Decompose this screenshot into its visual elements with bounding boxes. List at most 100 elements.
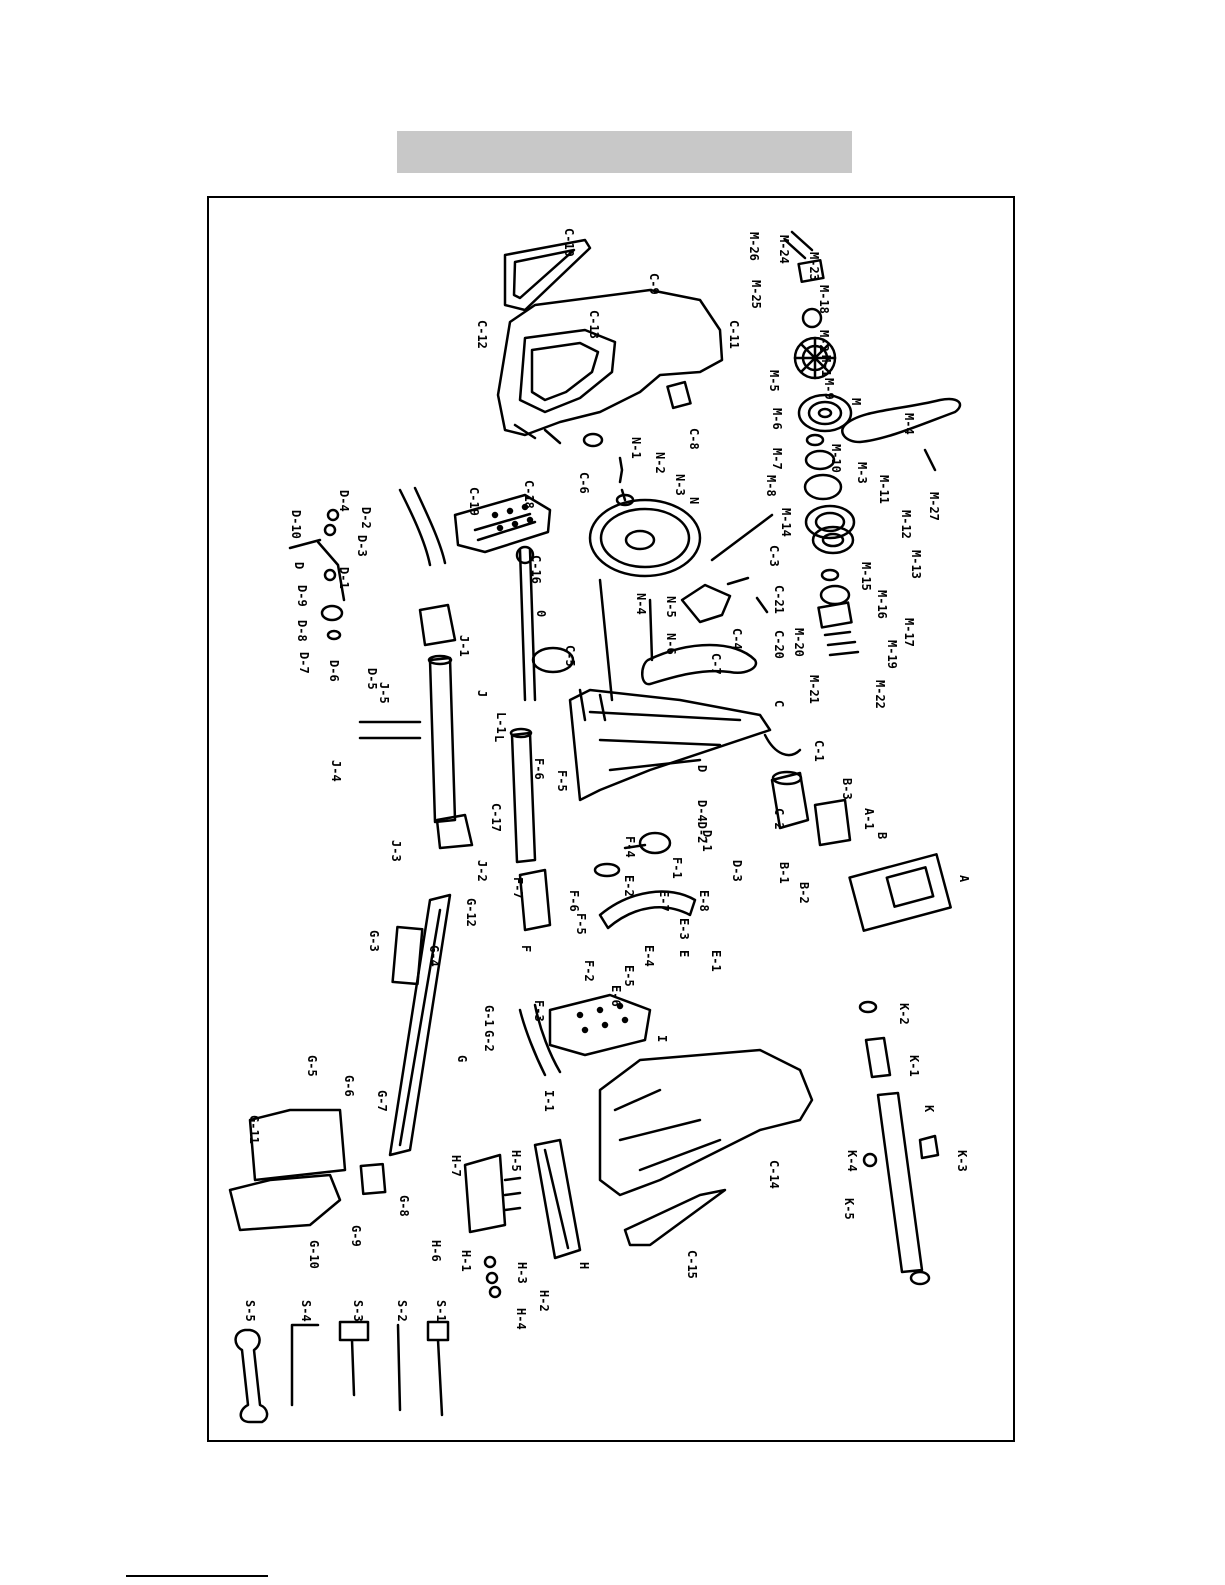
part-label: D-7: [297, 652, 311, 674]
foot-g11: [248, 1108, 347, 1182]
part-label: H: [577, 1262, 591, 1269]
part-label: D-6: [327, 660, 341, 682]
part-label: F-1: [670, 857, 684, 879]
part-label: J: [475, 690, 489, 697]
shaft-o: [518, 548, 537, 702]
part-label: M-27: [927, 492, 941, 521]
part-label: M-25: [749, 280, 763, 309]
part-label: D-10: [289, 510, 303, 539]
part-label: C-9: [647, 273, 661, 295]
part-label: D-8: [295, 620, 309, 642]
tube-l: [510, 731, 537, 864]
bearing-m13: [811, 525, 855, 555]
tube-k: [876, 1091, 924, 1274]
part-label: H-3: [515, 1262, 529, 1284]
part-label: M-23: [807, 252, 821, 281]
part-label: B-1: [777, 862, 791, 884]
part-label: K: [922, 1105, 936, 1113]
part-label: K-3: [955, 1150, 969, 1172]
rail-g: [388, 893, 452, 1157]
part-label: G-5: [305, 1055, 319, 1077]
part-label: E-8: [697, 890, 711, 912]
part-label: K-4: [845, 1150, 859, 1172]
belt-m4: [841, 397, 962, 444]
part-label: L: [492, 735, 506, 742]
cover-c10: [503, 238, 592, 312]
part-label: M: [849, 398, 863, 405]
part-label: C-10: [562, 228, 576, 257]
part-label: D-2: [359, 507, 373, 529]
bar-h: [533, 1138, 582, 1260]
part-label: G-11: [247, 1115, 261, 1144]
part-label: M-20: [792, 628, 806, 657]
part-label: I: [655, 1035, 669, 1042]
part-label: C-8: [687, 428, 701, 450]
part-label: M-13: [909, 550, 923, 579]
part-label: M-18: [817, 285, 831, 314]
part-label: E-4: [642, 945, 656, 967]
part-label: M-7: [770, 448, 784, 470]
part-label: D: [292, 562, 306, 569]
pedal-c19: [453, 493, 552, 554]
part-label: D-4D-2: [695, 800, 709, 843]
part-label: I-1: [542, 1090, 556, 1112]
part-label: D-3: [355, 535, 369, 557]
part-label: D-4: [337, 490, 351, 512]
cap-j1: [418, 603, 457, 647]
part-label: C-17: [489, 803, 503, 832]
part-label: J-1: [457, 635, 471, 657]
part-label: H-2: [537, 1290, 551, 1312]
pulley-m: [797, 393, 853, 433]
shroud-c13-window: [518, 328, 617, 414]
part-label: E: [677, 950, 691, 957]
part-label: C-2: [772, 808, 786, 830]
part-label: M-1: [819, 355, 833, 377]
part-label: M-19: [885, 640, 899, 669]
part-label: G-2: [482, 1030, 496, 1052]
part-label: K-5: [842, 1198, 856, 1220]
part-label: D-1: [700, 830, 714, 852]
part-label: E-2: [622, 875, 636, 897]
part-label: F-2: [582, 960, 596, 982]
part-label: H-7: [449, 1155, 463, 1177]
part-label: M-6: [770, 408, 784, 430]
part-label: C-14: [767, 1160, 781, 1189]
wrench-s5: [234, 1328, 269, 1424]
part-label: K-2: [897, 1003, 911, 1025]
part-label: E-7: [657, 890, 671, 912]
part-label: C-20: [772, 630, 786, 659]
footnote-rule: [126, 1575, 268, 1577]
part-label: E-3: [677, 918, 691, 940]
brake-e: [598, 890, 697, 930]
part-label: M-15: [859, 562, 873, 591]
part-label: H-4: [514, 1308, 528, 1330]
part-label: G-1: [482, 1005, 496, 1027]
diagram-frame: [207, 196, 1015, 1442]
part-label: C-7: [709, 653, 723, 675]
part-label: C-1: [812, 740, 826, 762]
part-label: M-16: [875, 590, 889, 619]
part-label: C-18: [522, 480, 536, 509]
part-label: A-1: [862, 808, 876, 830]
part-label: C-19: [467, 487, 481, 516]
part-label: A: [957, 875, 971, 883]
part-label: C-15: [685, 1250, 699, 1279]
part-label: M-2: [817, 330, 831, 352]
part-label: J-3: [389, 840, 403, 862]
part-label: H-6: [429, 1240, 443, 1262]
main-frame-c: [568, 688, 772, 802]
part-label: C-11: [727, 320, 741, 349]
part-label: F-7: [511, 877, 525, 899]
part-label: F-6: [532, 758, 546, 780]
part-label: D-1: [337, 567, 351, 589]
tool-s3: [338, 1320, 370, 1397]
foot-j2: [435, 813, 474, 850]
roller-c2: [770, 771, 810, 830]
part-label: D-5: [365, 668, 379, 690]
part-label: M-10: [829, 444, 843, 473]
part-label: C: [772, 700, 786, 707]
shroud-c14: [598, 1048, 814, 1197]
part-label: S-4: [299, 1300, 313, 1322]
part-label: C-12: [475, 320, 489, 349]
